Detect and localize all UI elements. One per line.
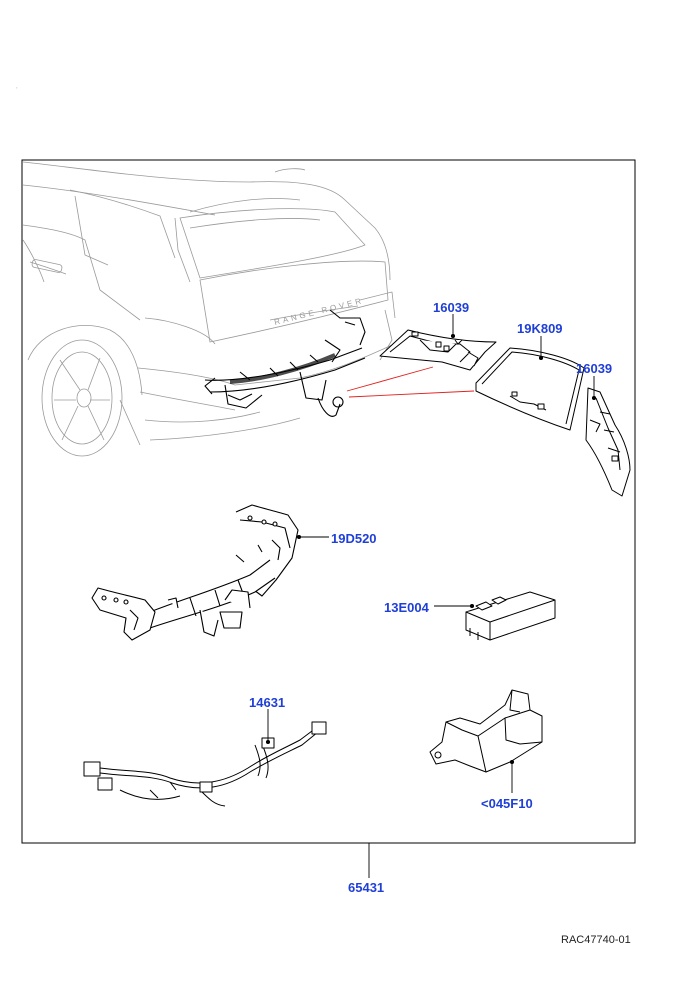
- callout-16039-right[interactable]: 16039: [576, 361, 613, 376]
- svg-text:,: ,: [16, 84, 18, 90]
- callout-14631[interactable]: 14631: [249, 695, 286, 710]
- callout-19K809[interactable]: 19K809: [517, 321, 563, 336]
- callout-19D520[interactable]: 19D520: [331, 531, 377, 546]
- callout-13E004[interactable]: 13E004: [384, 600, 429, 615]
- svg-text:RANGE ROVER: RANGE ROVER: [273, 296, 365, 327]
- callout-65431[interactable]: 65431: [348, 880, 385, 895]
- part-cover-panel[interactable]: [475, 347, 585, 431]
- callout-16039-left[interactable]: 16039: [433, 300, 470, 315]
- installed-towbar: [204, 309, 366, 417]
- vehicle-outline: RANGE ROVER: [22, 161, 396, 457]
- part-wiring-harness[interactable]: [83, 721, 327, 807]
- part-control-module[interactable]: [465, 591, 556, 641]
- part-module-bracket[interactable]: [429, 689, 543, 773]
- callout-045F10[interactable]: <045F10: [481, 796, 533, 811]
- callout-leaders: [265, 314, 597, 878]
- part-towbar-assembly[interactable]: [91, 504, 299, 641]
- part-bumper-trim-right[interactable]: [585, 387, 631, 497]
- diagram-reference: RAC47740-01: [561, 934, 631, 946]
- leader-lines-red: [346, 366, 475, 398]
- diagram-frame: [21, 159, 636, 844]
- part-bumper-trim-left[interactable]: [379, 329, 497, 371]
